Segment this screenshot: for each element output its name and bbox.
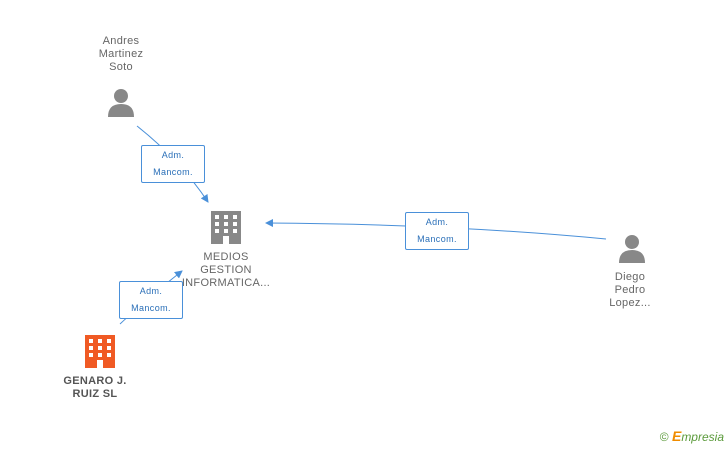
edge-label-genaro-medios: Adm. Mancom.	[119, 281, 183, 319]
node-label-andres[interactable]: Andres Martinez Soto	[98, 35, 144, 73]
node-label-genaro[interactable]: GENARO J. RUIZ SL	[63, 375, 127, 400]
building-icon[interactable]	[211, 211, 241, 244]
node-label-medios[interactable]: MEDIOS GESTION INFORMATICA...	[181, 251, 271, 289]
edge-label-diego-medios: Adm. Mancom.	[405, 212, 469, 250]
building-icon-highlighted[interactable]	[85, 335, 115, 368]
person-icon[interactable]	[619, 235, 645, 263]
node-label-diego[interactable]: Diego Pedro Lopez...	[609, 271, 651, 309]
empresia-logo-e: E	[671, 428, 682, 444]
empresia-logo: © Empresia	[660, 428, 724, 444]
empresia-logo-text: mpresia	[681, 430, 724, 444]
edge-label-andres-medios: Adm. Mancom.	[141, 145, 205, 183]
copyright-symbol: ©	[659, 430, 669, 444]
person-icon[interactable]	[108, 89, 134, 117]
